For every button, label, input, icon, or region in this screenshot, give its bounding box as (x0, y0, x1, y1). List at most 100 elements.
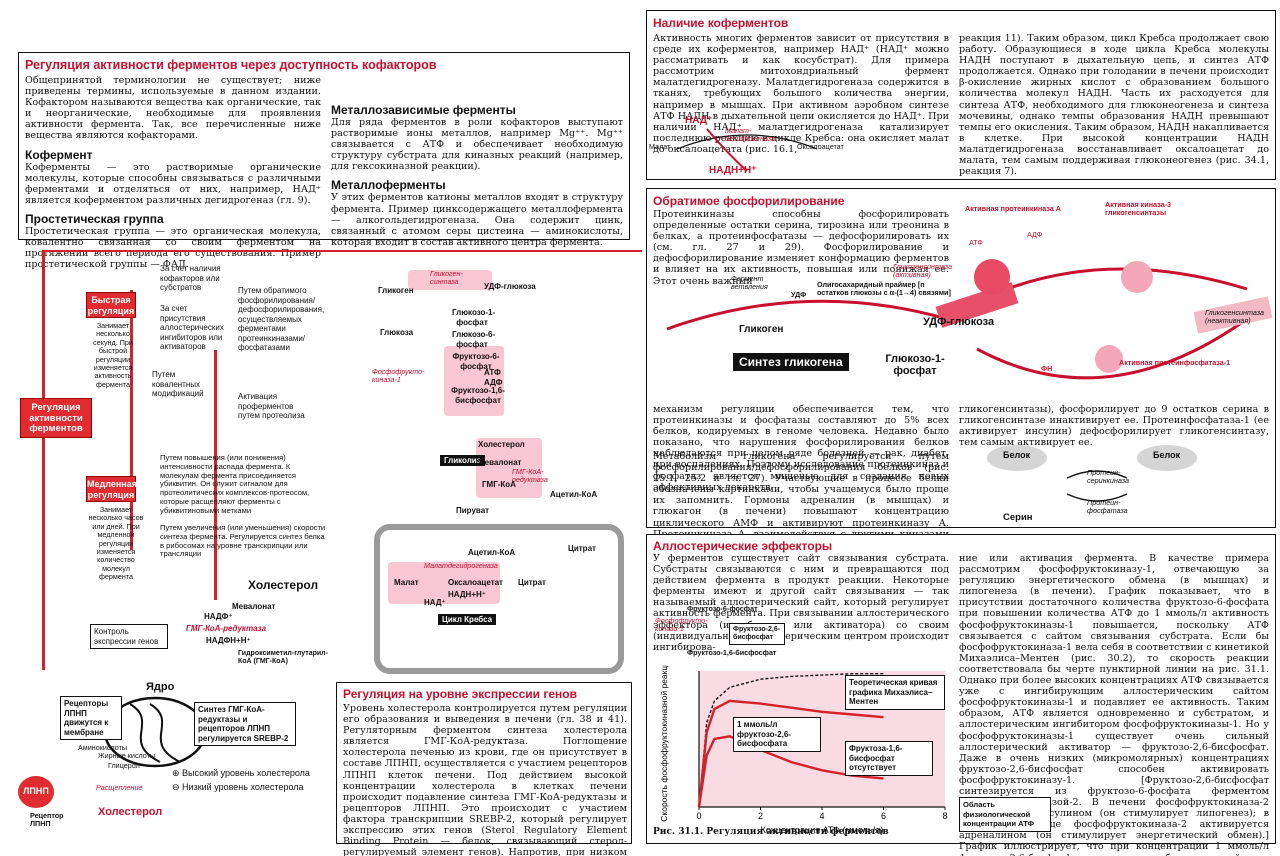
c-f16: Фруктозо-1,6-бисфосфат (451, 386, 505, 405)
cofactors-title: Регуляция активности ферментов через дос… (25, 58, 437, 72)
synth-title: Синтез гликогена (733, 353, 849, 371)
c-malate: Малат (394, 578, 419, 587)
gene-text: Уровень холестерола контролируется путем… (343, 703, 627, 856)
gene-control-box: Контроль экспрессии генов (90, 624, 168, 649)
allo-f6p: Фруктозо-6-фосфат (687, 604, 758, 613)
glycogen-label: Гликоген (739, 324, 784, 335)
x-tick-label: 2 (758, 811, 763, 821)
y-axis-label: Скорость фосфофруктокиназной реакции (659, 665, 669, 822)
metallo-text: У этих ферментов катионы металлов входят… (331, 192, 623, 248)
oligo-label: Олигосахаридный праймер [n остатков глюк… (817, 280, 951, 298)
legend-mm: Теоретическая кривая графика Михаэлиса–М… (845, 675, 945, 710)
b-amino: Аминокислоты (78, 743, 128, 752)
c-krebs: Цикл Кребса (438, 614, 497, 625)
b-chol2: Холестерол (98, 806, 163, 818)
phospho-text4: гликогенсинтазы), фосфорилирует до 9 ост… (959, 404, 1269, 449)
protein-left: Белок (1003, 450, 1031, 460)
coenzymes-presence-box: Наличие коферментов Активность многих фе… (646, 10, 1276, 180)
ldl-particle (18, 776, 54, 808)
allo-text1: У ферментов существует сайт связывания с… (653, 553, 949, 653)
x-tick-label: 8 (942, 811, 947, 821)
x-tick-label: 6 (881, 811, 886, 821)
c-nad: НАД⁺ (424, 598, 446, 607)
branch-allosteric: За счет присутствия аллостерических инги… (160, 304, 224, 351)
c-citrate: Цитрат (568, 544, 596, 553)
gene-title: Регуляция на уровне экспрессии генов (343, 687, 577, 701)
c-acetylcoa: Ацетил-КоА (468, 548, 516, 557)
branch-proenzyme: Активация проферментов путем протеолиза (238, 392, 305, 420)
allo-text2: ние или активация фермента. В качестве п… (959, 553, 1269, 856)
b-glycerol: Глицерол (108, 761, 140, 770)
c-g1p: Глюкозо-1-фосфат (452, 308, 496, 327)
series-line-1 (697, 699, 884, 808)
allo-title: Аллостерические эффекторы (653, 539, 833, 553)
udpg-label: УДФ-глюкоза (923, 316, 995, 328)
gsk3-label: Активная киназа-3 гликогенсинтазы (1105, 200, 1171, 218)
mdh-nad: НАД⁺ (685, 115, 713, 126)
mdh-malate: Малат (649, 142, 671, 151)
legend-none: Фруктоза-1,6-бисфосфат отсутствует (845, 741, 933, 776)
series-line-0 (698, 673, 884, 808)
gs-active-label: Гликогенсинтаза (активная) (893, 262, 953, 280)
cofactors-box: Регуляция активности ферментов через дос… (18, 52, 630, 270)
c-mdh: Малатдегидрогеназа (424, 561, 498, 570)
x-tick-label: 0 (696, 811, 701, 821)
serine-label: Серин (1003, 512, 1033, 523)
legend-high: ⊕ Высокий уровень холестерола (172, 768, 310, 779)
b-nadph: НАДФН+Н⁺ (206, 636, 251, 645)
legend-low: ⊖ Низкий уровень холестерола (172, 782, 304, 793)
pka-label: Активная протеинкиназа А (965, 204, 1061, 213)
c-adp: АДФ (484, 378, 503, 387)
chart-side-label: Область физиологической концентрации АТФ (959, 797, 1051, 832)
chart-caption: Рис. 31.1. Регуляция активности ферменто… (653, 827, 889, 837)
pp1-label: Активная протеинфосфатаза-1 (1119, 358, 1231, 367)
c-oaa: Оксалоацетат (448, 578, 503, 587)
udp-label: УДФ (791, 290, 807, 299)
serine-phospho-diagram (987, 445, 1197, 502)
branch-cofactors: За счет наличия кофакторов или субстрато… (160, 264, 221, 292)
gs-inactive-label: Гликогенсинтаза (неактивная) (1205, 308, 1265, 326)
pp-label: Протеин-фосфатаза (1087, 498, 1128, 516)
pn-label: ФН (1041, 364, 1053, 373)
b-synth-box: Синтез ГМГ-КоА-редуктазы и рецепторов ЛП… (194, 702, 296, 746)
glycogen-synthesis-diagram (666, 259, 1273, 380)
mdh-oaa: Оксалоацетат (797, 142, 844, 151)
x-axis-label: Концентрация АТФ (ммоль/л) (761, 825, 884, 835)
metallo-title: Металлоферменты (331, 178, 446, 193)
phospho-text1: Протеинкиназы способны фосфорилировать о… (653, 209, 949, 287)
coenzymes-title: Наличие коферментов (653, 16, 789, 30)
mdh-reaction-diagram (676, 128, 818, 172)
x-tick-label: 4 (819, 811, 824, 821)
slow-reg-desc: Занимает несколько часов или дней. При м… (88, 505, 144, 582)
c-acetylcoa-up: Ацетил-КоА (550, 490, 598, 499)
fast-reg-desc: Занимает несколько секунд. При быстрой р… (93, 321, 133, 389)
gene-box: Регуляция на уровне экспрессии генов Уро… (336, 682, 632, 856)
c-atp: АТФ (484, 368, 501, 377)
branch-degradation: Путем повышения (или понижения) интенсив… (160, 453, 310, 515)
cofactors-intro: Общепринятой терминологии не существует;… (25, 75, 321, 142)
c-g6p: Глюкозо-6-фосфат (452, 330, 496, 349)
c-f6p: Фруктозо-6-фосфат (452, 352, 500, 371)
c-hmgcoa: ГМГ-КоА (482, 480, 516, 489)
c-glycolysis: Гликолиз (440, 455, 485, 466)
main-reg-box: Регуляция активности ферментов (20, 398, 92, 438)
g1p-label: Глюкозо-1-фосфат (885, 353, 945, 377)
pk-label: Протеин-серинкиназа (1087, 468, 1129, 486)
phospho-box: Обратимое фосфорилирование Протеинкиназы… (646, 188, 1276, 551)
b-nucleus: Ядро (146, 681, 175, 693)
fast-reg-box: Быстрая регуляция (86, 292, 136, 318)
b-meval: Мевалонат (232, 602, 276, 611)
branch-phospho: Путем обратимого фосфорилирования/дефосф… (238, 286, 325, 352)
phospho-text2: механизм регуляции обеспечивается тем, ч… (653, 404, 949, 493)
c-gs: Гликоген-синтаза (430, 269, 463, 287)
phospho-title: Обратимое фосфорилирование (653, 194, 845, 208)
b-receptors-box: Рецепторы ЛПНП движутся к мембране (60, 696, 122, 740)
c-glucose: Глюкоза (380, 328, 414, 337)
coenzyme-title: Кофермент (25, 147, 93, 162)
b-hmgr: ГМГ-КоА-редуктаза (186, 624, 267, 633)
allo-box: Аллостерические эффекторы У ферментов су… (646, 534, 1276, 856)
branch-label: Фермент ветвления (731, 274, 768, 292)
b-hmg: Гидроксиметил-глутарил-КоА (ГМГ-КоА) (238, 650, 328, 666)
prosthetic-text: Простетическая группа — это органическая… (25, 225, 321, 271)
metal-dep-title: Металлозависимые ферменты (331, 103, 516, 117)
